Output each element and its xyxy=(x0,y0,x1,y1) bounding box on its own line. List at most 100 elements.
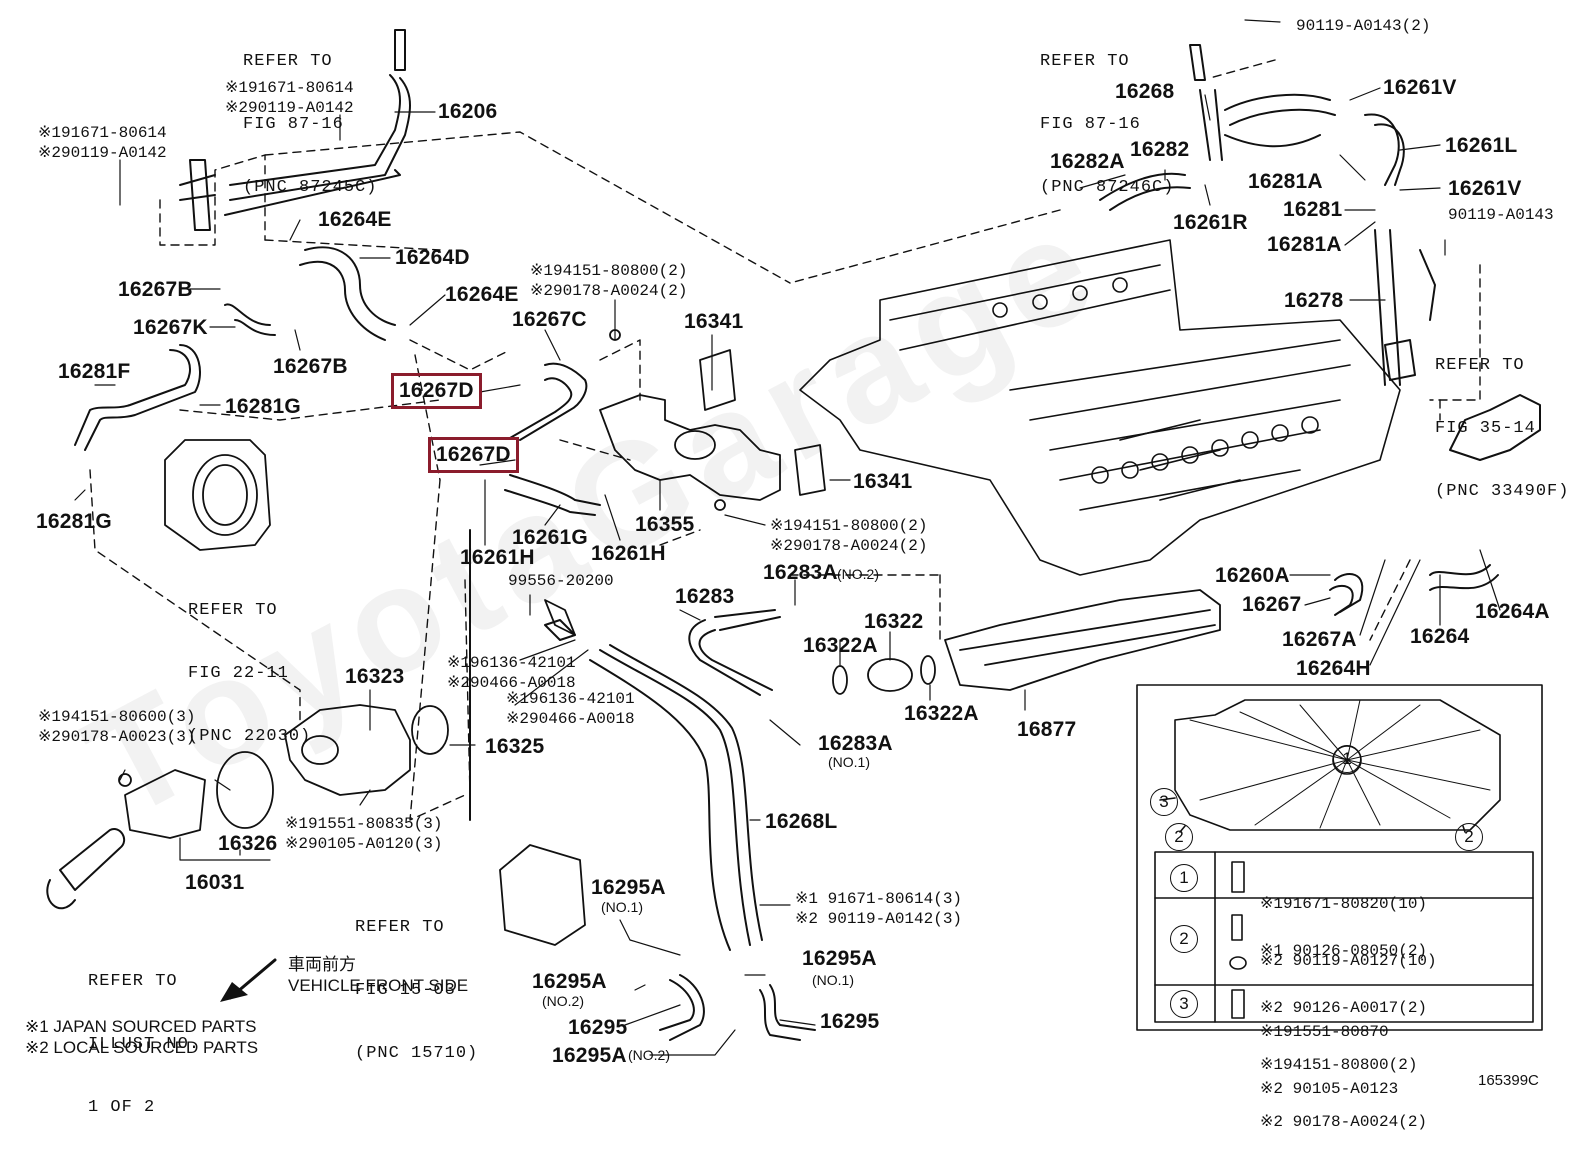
part-16281a[interactable]: 16281A xyxy=(1248,170,1323,193)
part-16295[interactable]: 16295 xyxy=(820,1010,880,1033)
part-16261v[interactable]: 16261V xyxy=(1383,76,1457,99)
table-cell: ※191671-80820(10) xyxy=(1260,895,1428,913)
engine-block xyxy=(799,239,1401,576)
part-16283a[interactable]: 16283A xyxy=(763,561,838,584)
part-16264h[interactable]: 16264H xyxy=(1296,657,1371,680)
part-16281g[interactable]: 16281G xyxy=(36,510,112,533)
table-row-1: ※191671-80820(10) ※2 90119-A0127(10) xyxy=(1260,857,1437,990)
part-16267d-highlighted[interactable]: 16267D xyxy=(428,437,519,473)
part-16264e[interactable]: 16264E xyxy=(445,283,519,306)
part-16322[interactable]: 16322 xyxy=(864,610,924,633)
code-line: ※191671-80614 xyxy=(225,79,354,97)
part-16282a[interactable]: 16282A xyxy=(1050,150,1125,173)
table-cell: ※2 90119-A0127(10) xyxy=(1260,952,1437,970)
code-block: ※191671-80614※290119-A0142 xyxy=(38,123,167,163)
code-block: 90119-A0143(2) xyxy=(1296,16,1430,36)
part-16282[interactable]: 16282 xyxy=(1130,138,1190,161)
note-no2: (NO.2) xyxy=(837,566,879,582)
refer-illust[interactable]: REFER TO ILLUST NO. 1 OF 2 xyxy=(88,929,200,1139)
code-line: ※194151-80800(2) xyxy=(530,262,688,280)
code-line: ※290466-A0018 xyxy=(447,674,576,692)
part-16267k[interactable]: 16267K xyxy=(133,316,208,339)
part-16267[interactable]: 16267 xyxy=(1242,593,1302,616)
note-no1: (NO.1) xyxy=(812,972,854,988)
footnotes: ※1 JAPAN SOURCED PARTS ※2 LOCAL SOURCED … xyxy=(25,1016,258,1058)
water-pump xyxy=(118,704,449,839)
table-row-3: ※191551-80870 ※2 90105-A0123 xyxy=(1260,985,1398,1118)
refer-line: REFER TO xyxy=(1435,356,1525,375)
part-16267a[interactable]: 16267A xyxy=(1282,628,1357,651)
refer-87246c[interactable]: REFER TO FIG 87-16 (PNC 87246C) xyxy=(1040,9,1174,219)
part-16877[interactable]: 16877 xyxy=(1017,718,1077,741)
part-16326[interactable]: 16326 xyxy=(218,832,278,855)
part-16267c[interactable]: 16267C xyxy=(512,308,587,331)
refer-line: ILLUST NO. xyxy=(88,1035,201,1054)
refer-15710[interactable]: REFER TO FIG 15-03 (PNC 15710) xyxy=(355,875,478,1085)
refer-87245c[interactable]: REFER TO FIG 87-16 (PNC 87245C) xyxy=(243,9,377,219)
part-16031[interactable]: 16031 xyxy=(185,871,245,894)
refer-line: REFER TO xyxy=(1040,52,1130,71)
refer-33490f[interactable]: REFER TO FIG 35-14 (PNC 33490F) xyxy=(1435,313,1569,523)
part-16206[interactable]: 16206 xyxy=(438,100,498,123)
part-16341[interactable]: 16341 xyxy=(684,310,744,333)
part-16268[interactable]: 16268 xyxy=(1115,80,1175,103)
code-block: ※194151-80800(2) ※290178-A0024(2) xyxy=(530,261,687,301)
part-16264[interactable]: 16264 xyxy=(1410,625,1470,648)
part-16295[interactable]: 16295 xyxy=(568,1016,628,1039)
part-16267b[interactable]: 16267B xyxy=(273,355,348,378)
part-16322a[interactable]: 16322A xyxy=(803,634,878,657)
callout-2: 2 xyxy=(1455,823,1483,851)
code-line: ※290178-A0024(2) xyxy=(770,537,928,555)
part-16261r[interactable]: 16261R xyxy=(1173,211,1248,234)
part-16283a[interactable]: 16283A xyxy=(818,732,893,755)
code-block: ※191671-80614※290119-A0142 xyxy=(225,78,354,118)
note-no2: (NO.2) xyxy=(628,1047,670,1063)
part-16295a[interactable]: 16295A xyxy=(591,876,666,899)
part-16295a[interactable]: 16295A xyxy=(532,970,607,993)
refer-line: (PNC 22030) xyxy=(188,727,312,746)
part-16355[interactable]: 16355 xyxy=(635,513,695,536)
part-16281f[interactable]: 16281F xyxy=(58,360,131,383)
refer-line: FIG 22-11 xyxy=(188,664,289,683)
part-16295a[interactable]: 16295A xyxy=(552,1044,627,1067)
refer-line: (PNC 33490F) xyxy=(1435,482,1570,501)
part-16283[interactable]: 16283 xyxy=(675,585,735,608)
part-16261v[interactable]: 16261V xyxy=(1448,177,1522,200)
code-block: ※196136-42101※290466-A0018 xyxy=(506,689,635,729)
part-16264e[interactable]: 16264E xyxy=(318,208,392,231)
part-16281[interactable]: 16281 xyxy=(1283,198,1343,221)
part-16261g[interactable]: 16261G xyxy=(512,526,588,549)
code-block: 90119-A0143 xyxy=(1448,205,1554,225)
pipes xyxy=(46,29,1541,1041)
part-16268l[interactable]: 16268L xyxy=(765,810,838,833)
refer-line: FIG 15-03 xyxy=(355,981,456,1000)
refer-line: (PNC 87245C) xyxy=(243,178,378,197)
part-16281g[interactable]: 16281G xyxy=(225,395,301,418)
part-16261l[interactable]: 16261L xyxy=(1445,134,1518,157)
part-16260a[interactable]: 16260A xyxy=(1215,564,1290,587)
part-16281a[interactable]: 16281A xyxy=(1267,233,1342,256)
code-line: ※1 91671-80614(3) xyxy=(795,890,963,908)
code-line: ※196136-42101 xyxy=(447,654,576,672)
part-16264a[interactable]: 16264A xyxy=(1475,600,1550,623)
table-cell: ※191551-80870 xyxy=(1260,1023,1389,1041)
part-16295a[interactable]: 16295A xyxy=(802,947,877,970)
part-16267d-highlighted[interactable]: 16267D xyxy=(391,373,482,409)
part-16264d[interactable]: 16264D xyxy=(395,246,470,269)
front-arrow-head xyxy=(220,982,248,1002)
part-16261h[interactable]: 16261H xyxy=(591,542,666,565)
code-line: ※290178-A0024(2) xyxy=(530,282,688,300)
part-16325[interactable]: 16325 xyxy=(485,735,545,758)
part-16341[interactable]: 16341 xyxy=(853,470,913,493)
refer-22030[interactable]: REFER TO FIG 22-11 (PNC 22030) xyxy=(188,558,311,768)
refer-line: FIG 35-14 xyxy=(1435,419,1536,438)
code-line: 90119-A0143(2) xyxy=(1296,17,1431,35)
callout-3: 3 xyxy=(1150,788,1178,816)
part-16261h[interactable]: 16261H xyxy=(460,546,535,569)
part-16278[interactable]: 16278 xyxy=(1284,289,1344,312)
part-16267b[interactable]: 16267B xyxy=(118,278,193,301)
refer-line: (PNC 15710) xyxy=(355,1044,479,1063)
part-16323[interactable]: 16323 xyxy=(345,665,405,688)
part-16322a[interactable]: 16322A xyxy=(904,702,979,725)
refer-line: REFER TO xyxy=(243,52,333,71)
